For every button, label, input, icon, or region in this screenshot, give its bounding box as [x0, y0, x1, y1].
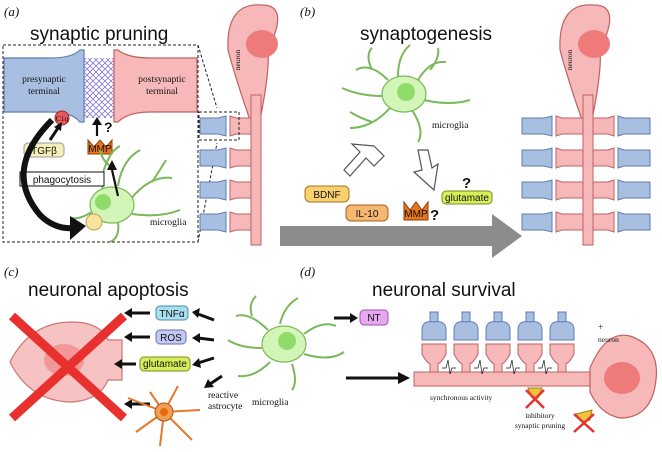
zoom-inset-frame [2, 44, 199, 243]
presynaptic-label-1: presynaptic [22, 75, 66, 85]
microglia-up-arrow [110, 169, 120, 197]
panel-c: (c) neuronal apoptosis TNFα ROS glutamat… [4, 264, 345, 447]
synapses-neuron-b [521, 115, 651, 233]
panel-d: (d) neuronal survival NT + neuron [300, 264, 658, 433]
release-arrow-left [343, 143, 385, 177]
phagocytosis-arrowhead [70, 216, 86, 240]
survival-arrowhead [398, 372, 410, 384]
cross-mark-icon [8, 312, 128, 422]
microglia-cell-a [71, 145, 181, 243]
activity-trace-icons [442, 359, 552, 375]
panel-c-label: (c) [4, 264, 18, 279]
synapses-neuron-d [421, 311, 575, 373]
glutamate-box-b [441, 190, 493, 205]
panel-d-title: neuronal survival [372, 280, 516, 301]
panel-b-title: synaptogenesis [360, 24, 492, 45]
microglia-cell-c [227, 295, 345, 391]
glutamate-question: ? [462, 175, 471, 192]
glutamate-label-b: glutamate [445, 193, 489, 204]
microglia-label-c: microglia [252, 398, 289, 408]
nt-arrowhead [350, 313, 358, 323]
tgfb-arrow [48, 127, 60, 141]
c1q-label: C1q [56, 114, 69, 123]
tnf-label: TNFα [159, 309, 184, 320]
il10-label: IL-10 [356, 209, 379, 220]
panel-d-label: (d) [300, 264, 315, 279]
glutamate-box-c [139, 356, 191, 372]
mmp-up-arrowhead [92, 117, 102, 125]
inhibitory-synapse-crossed [525, 387, 545, 409]
zoom-source-box [198, 111, 240, 141]
c1q-marker [54, 110, 70, 126]
ros-box [155, 329, 187, 345]
bdnf-label: BDNF [313, 190, 340, 201]
postsynaptic-label-1: postsynaptic [138, 75, 186, 85]
microglia-up-arrowhead [107, 160, 117, 170]
panel-a-title: synaptic pruning [30, 24, 168, 45]
tnf-arrowhead [124, 308, 132, 318]
microglia-output-arrowheads [192, 308, 214, 388]
neuron-a [227, 4, 279, 246]
phagocytosis-arrow [20, 117, 76, 232]
inhibitory-label-2: synaptic pruning [515, 421, 565, 430]
ros-label: ROS [160, 333, 182, 344]
plus-sign: + [598, 323, 603, 333]
panel-b-label: (b) [300, 4, 315, 19]
phagosome-icon [85, 213, 103, 231]
panel-a-label: (a) [4, 4, 19, 19]
nt-label: NT [367, 313, 380, 324]
transition-arrow [280, 214, 522, 258]
reactive-astrocyte-cell [127, 385, 201, 447]
mmp-icon-b [403, 200, 429, 221]
panel-c-title: neuronal apoptosis [28, 280, 189, 301]
ros-arrowhead [124, 332, 132, 342]
neuron-b [559, 4, 611, 246]
microglia-cell-b [341, 44, 471, 143]
postsynaptic-terminal [113, 49, 198, 123]
glutamate-arrowhead [114, 359, 122, 369]
postsynaptic-label-2: terminal [146, 87, 178, 97]
inhibitory-label-1: inhibitory [525, 411, 555, 420]
neuron-label-b: neuron [565, 49, 574, 70]
astrocyte-label-1: reactive [208, 391, 238, 401]
synchronous-activity-label: synchronous activity [430, 393, 493, 402]
mmp-label-b: MMP [404, 209, 428, 220]
presynaptic-label-2: terminal [28, 87, 60, 97]
mmp-question: ? [104, 119, 113, 135]
tgfb-arrowhead [54, 122, 62, 131]
neuron-d [413, 334, 658, 419]
release-arrow-right [412, 149, 439, 192]
synapses-neuron-a [199, 115, 252, 233]
mmp-label: MMP [88, 144, 112, 155]
nt-box [359, 309, 389, 326]
astrocyte-arrowhead [124, 399, 132, 409]
phagocytosis-label: phagocytosis [33, 175, 91, 186]
neuron-label-a: neuron [233, 49, 242, 70]
mmp-question-b: ? [430, 207, 439, 224]
panel-a: (a) synaptic pruning presynaptic termina… [2, 4, 279, 246]
neuron-label-d: neuron [598, 335, 619, 344]
glutamate-label-c: glutamate [143, 359, 187, 370]
synaptic-cleft [84, 58, 114, 118]
phagocytosis-box [19, 171, 105, 187]
microglia-label-a: microglia [150, 218, 187, 228]
tgfb-label: TGFβ [31, 146, 57, 157]
inhibitory-synapse-crossed-2 [573, 409, 595, 433]
panel-b: (b) synaptogenesis microglia [280, 4, 651, 258]
bdnf-box [304, 185, 350, 203]
presynaptic-terminal [3, 49, 85, 123]
tnf-box [155, 305, 189, 321]
microglia-label-b: microglia [432, 121, 469, 131]
mmp-icon [87, 138, 113, 155]
microglia-output-arrows [197, 312, 223, 386]
astrocyte-label-2: astrocyte [208, 402, 242, 412]
zoom-guide-top [197, 44, 218, 109]
il10-box [345, 204, 389, 222]
